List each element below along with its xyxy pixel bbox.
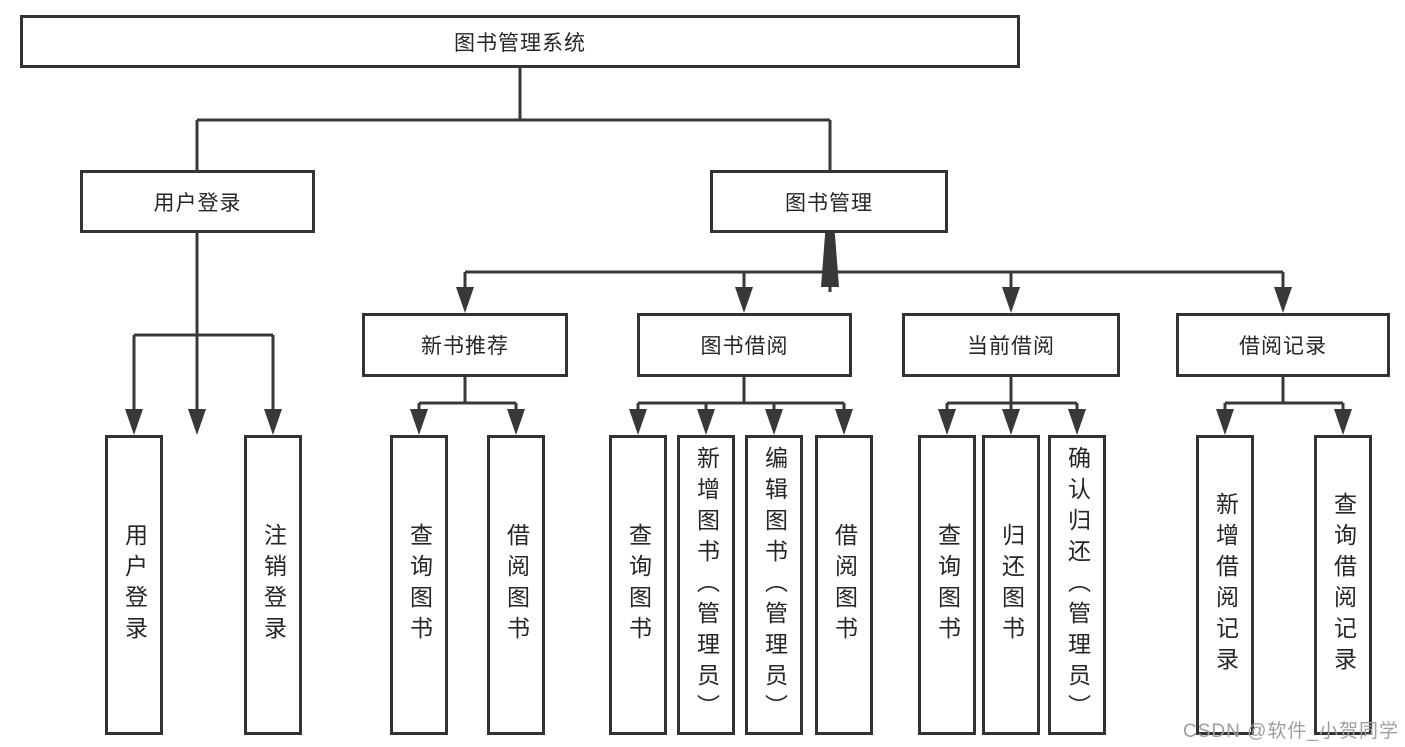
- node-label: 查询借阅记录: [1330, 492, 1357, 678]
- node-label: 用户登录: [153, 191, 242, 215]
- leaf-edit-book-admin: 编辑图书（管理员）: [745, 435, 803, 735]
- leaf-query-borrow-record: 查询借阅记录: [1314, 435, 1372, 735]
- node-user-login: 用户登录: [80, 170, 315, 233]
- node-label: 查询图书: [406, 523, 433, 647]
- leaf-query-books-3: 查询图书: [918, 435, 976, 735]
- arrowhead-down-icon: [938, 409, 956, 435]
- node-label: 编辑图书（管理员）: [761, 445, 788, 725]
- arrowhead-down-icon: [1216, 409, 1234, 435]
- node-label: 注销登录: [260, 523, 287, 647]
- arrowhead-down-icon: [765, 409, 783, 435]
- connector-line: [417, 377, 518, 414]
- node-label: 查询图书: [934, 523, 961, 647]
- connector-line: [195, 68, 832, 414]
- connector-user-login-to-leaves: [125, 233, 282, 435]
- leaf-borrow-books-2: 借阅图书: [815, 435, 873, 735]
- leaf-user-login: 用户登录: [105, 435, 163, 735]
- node-current-borrow: 当前借阅: [902, 313, 1120, 377]
- node-label: 新增借阅记录: [1212, 492, 1239, 678]
- arrowhead-down-icon: [735, 287, 753, 313]
- leaf-add-borrow-record: 新增借阅记录: [1196, 435, 1254, 735]
- connector-current-borrow-to-leaves: [938, 377, 1086, 435]
- arrowhead-down-icon: [1334, 409, 1352, 435]
- connector-root-to-level1: [188, 68, 839, 435]
- leaf-query-books-2: 查询图书: [609, 435, 667, 735]
- arrowhead-down-icon: [1002, 287, 1020, 313]
- leaf-add-book-admin: 新增图书（管理员）: [677, 435, 735, 735]
- connector-book-mgmt-to-level2: [456, 233, 1292, 313]
- node-label: 查询图书: [625, 523, 652, 647]
- arrowhead-down-icon: [697, 409, 715, 435]
- node-label: 借阅记录: [1239, 335, 1327, 358]
- node-label: 借阅图书: [831, 523, 858, 647]
- arrowhead-down-icon: [264, 409, 282, 435]
- arrowhead-down-icon: [629, 409, 647, 435]
- node-borrow-records: 借阅记录: [1176, 313, 1390, 377]
- arrowhead-down-icon: [125, 409, 143, 435]
- node-label: 当前借阅: [967, 335, 1055, 358]
- arrowhead-down-icon: [835, 409, 853, 435]
- connector-line: [132, 233, 275, 414]
- connector-line: [945, 377, 1079, 414]
- arrowhead-down-icon: [1002, 409, 1020, 435]
- node-label: 新书推荐: [421, 335, 509, 358]
- node-label: 归还图书: [998, 523, 1025, 647]
- node-book-management: 图书管理: [710, 170, 948, 233]
- connector-line: [636, 377, 846, 414]
- node-new-book-recommend: 新书推荐: [362, 313, 568, 377]
- arrowhead-down-icon: [1068, 409, 1086, 435]
- node-label: 图书管理: [785, 191, 873, 215]
- connector-line: [1223, 377, 1345, 414]
- node-root-system: 图书管理系统: [20, 15, 1020, 68]
- connector-line: [463, 233, 1285, 292]
- leaf-query-books-1: 查询图书: [390, 435, 448, 735]
- arrowhead-down-icon: [1274, 287, 1292, 313]
- connector-borrow-records-to-leaves: [1216, 377, 1352, 435]
- connector-book-borrow-to-leaves: [629, 377, 853, 435]
- arrowhead-down-icon: [507, 409, 525, 435]
- node-label: 图书借阅: [700, 335, 789, 358]
- arrowhead-down-icon: [410, 409, 428, 435]
- node-label: 借阅图书: [503, 523, 530, 647]
- leaf-borrow-books-1: 借阅图书: [487, 435, 545, 735]
- leaf-return-book: 归还图书: [982, 435, 1040, 735]
- leaf-confirm-return-admin: 确认归还（管理员）: [1048, 435, 1106, 735]
- csdn-watermark: CSDN @软件_小贺同学: [1183, 721, 1399, 742]
- node-label: 新增图书（管理员）: [693, 445, 720, 725]
- node-label: 图书管理系统: [454, 31, 586, 55]
- node-book-borrow: 图书借阅: [637, 313, 852, 377]
- arrowhead-down-icon: [456, 287, 474, 313]
- node-label: 用户登录: [121, 523, 148, 647]
- leaf-logout: 注销登录: [244, 435, 302, 735]
- arrowhead-down-icon: [188, 409, 206, 435]
- node-label: 确认归还（管理员）: [1064, 445, 1091, 725]
- connector-new-book-to-leaves: [410, 377, 525, 435]
